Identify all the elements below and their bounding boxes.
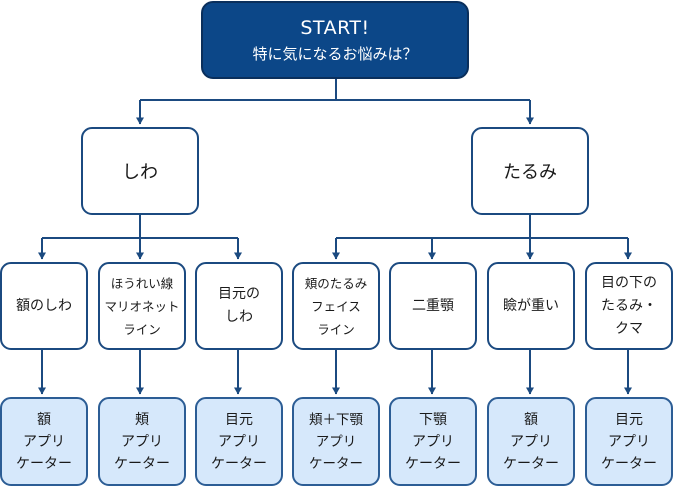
concern-double-chin: 二重顎 <box>389 262 477 350</box>
concern-label: 目元の しわ <box>218 286 260 325</box>
result-applicator-5: 下顎 アプリ ケーター <box>389 397 477 486</box>
concern-label: 額のしわ <box>16 297 72 314</box>
result-applicator-2: 頬 アプリ ケーター <box>98 397 186 486</box>
result-applicator-7: 目元 アプリ ケーター <box>585 397 673 486</box>
concern-label: 目の下の たるみ・ クマ <box>601 274 657 337</box>
category-label: しわ <box>122 162 158 183</box>
category-tarumi: たるみ <box>471 127 589 215</box>
result-label: 目元 アプリ ケーター <box>601 411 657 472</box>
result-applicator-3: 目元 アプリ ケーター <box>195 397 283 486</box>
concern-label: ほうれい線 マリオネット ライン <box>104 275 180 337</box>
result-applicator-1: 額 アプリ ケーター <box>0 397 88 486</box>
start-title: START! <box>300 16 370 39</box>
result-label: 額 アプリ ケーター <box>16 411 72 472</box>
result-label: 額 アプリ ケーター <box>503 411 559 472</box>
concern-label: 瞼が重い <box>503 297 559 314</box>
result-label: 目元 アプリ ケーター <box>211 411 267 472</box>
concern-label: 頬のたるみ フェイス ライン <box>304 275 368 337</box>
concern-cheek-sagging-faceline: 頬のたるみ フェイス ライン <box>292 262 380 350</box>
result-applicator-4: 頬＋下顎 アプリ ケーター <box>292 397 380 486</box>
concern-nasolabial-marionette: ほうれい線 マリオネット ライン <box>98 262 186 350</box>
concern-forehead-wrinkles: 額のしわ <box>0 262 88 350</box>
result-label: 下顎 アプリ ケーター <box>405 411 461 472</box>
result-label: 頬＋下顎 アプリ ケーター <box>309 411 363 472</box>
concern-eye-wrinkles: 目元の しわ <box>195 262 283 350</box>
category-shiwa: しわ <box>81 127 199 215</box>
concern-under-eye-sagging: 目の下の たるみ・ クマ <box>585 262 673 350</box>
concern-label: 二重顎 <box>412 297 454 314</box>
category-label: たるみ <box>503 162 557 183</box>
result-applicator-6: 額 アプリ ケーター <box>487 397 575 486</box>
start-question: 特に気になるお悩みは？ <box>252 44 418 63</box>
result-label: 頬 アプリ ケーター <box>114 411 170 472</box>
start-node: START! 特に気になるお悩みは？ <box>201 1 469 79</box>
concern-heavy-eyelids: 瞼が重い <box>487 262 575 350</box>
